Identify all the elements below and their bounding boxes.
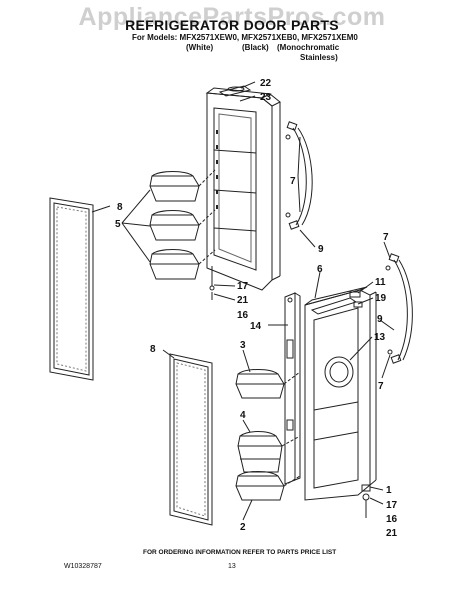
- center-flip-mullion: [284, 292, 301, 485]
- callout-9-lower: 9: [377, 314, 383, 325]
- callout-21-lower: 21: [386, 528, 398, 539]
- variant-black: (Black): [242, 43, 269, 52]
- callout-7-upper: 7: [290, 176, 296, 187]
- callout-9-upper: 9: [318, 244, 324, 255]
- variant-stainless: Stainless): [300, 53, 338, 62]
- callout-17-lower: 17: [386, 500, 398, 511]
- callout-19: 19: [375, 293, 387, 304]
- page-number: 13: [228, 563, 236, 570]
- upper-door-handle: [285, 121, 313, 230]
- callout-16-lower: 16: [386, 514, 398, 525]
- lower-door-bins: [235, 369, 301, 501]
- callout-2: 2: [240, 522, 246, 533]
- left-door-gasket: [49, 197, 94, 381]
- lower-hinge-parts: [361, 484, 371, 518]
- variant-white: (White): [186, 43, 214, 52]
- callout-8-lower: 8: [150, 344, 156, 355]
- callout-1: 1: [386, 485, 392, 496]
- callout-11: 11: [375, 277, 386, 288]
- lower-door-handle: [385, 253, 413, 364]
- callout-numbers: 22 23 7 8 5 9 17 21 16 7 6 11 19 9 14 13…: [115, 78, 398, 539]
- watermark: AppliancePartsPros.com: [78, 3, 386, 31]
- lower-right-door: [304, 286, 377, 501]
- callout-22: 22: [260, 78, 272, 89]
- variant-mono: (Monochromatic: [277, 43, 340, 52]
- ordering-info: FOR ORDERING INFORMATION REFER TO PARTS …: [143, 549, 337, 556]
- callout-3: 3: [240, 340, 246, 351]
- upper-door-bins: [149, 169, 216, 280]
- lower-door-gasket: [169, 353, 213, 526]
- callout-4: 4: [240, 410, 246, 421]
- document-number: W10328787: [64, 563, 102, 570]
- callout-21-upper: 21: [237, 295, 249, 306]
- callout-7-right-bottom: 7: [378, 381, 384, 392]
- upper-left-door: [205, 85, 281, 300]
- leader-lines: [91, 81, 395, 521]
- callout-7-right-top: 7: [383, 232, 389, 243]
- models-line: For Models: MFX2571XEW0, MFX2571XEB0, MF…: [132, 33, 358, 42]
- callout-14: 14: [250, 321, 262, 332]
- callout-6: 6: [317, 264, 323, 275]
- page-title: REFRIGERATOR DOOR PARTS: [125, 17, 339, 33]
- callout-16-upper: 16: [237, 310, 249, 321]
- callout-23: 23: [260, 92, 272, 103]
- callout-5: 5: [115, 219, 121, 230]
- callout-17-upper: 17: [237, 281, 249, 292]
- callout-8-upper: 8: [117, 202, 123, 213]
- callout-13: 13: [374, 332, 386, 343]
